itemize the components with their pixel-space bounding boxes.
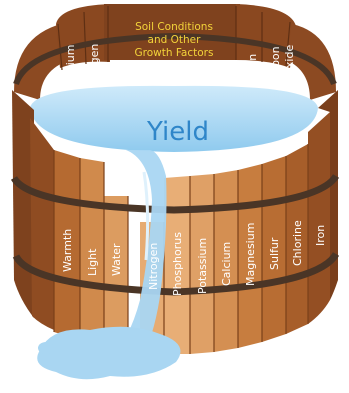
water-surface	[30, 85, 318, 152]
stave-label-sodium: Sodium	[64, 45, 77, 86]
back-seams	[57, 6, 291, 71]
back-hoop	[13, 32, 337, 86]
water-highlight	[142, 171, 150, 261]
front-stave-potassium	[190, 174, 214, 354]
stave-label-oxygen: Oxygen	[88, 44, 101, 86]
back-stave	[56, 4, 110, 68]
stave-label-boron: Boron	[246, 54, 259, 86]
front-stave-iron	[308, 112, 330, 324]
front-stave-calcium	[214, 170, 238, 352]
stave-label-phosphorus: Phosphorus	[171, 232, 184, 296]
stave-label-light: Light	[86, 248, 99, 276]
stave-label-dioxide: Dioxide	[283, 45, 296, 86]
hoop-lower	[12, 252, 340, 296]
front-stave-phosphorus	[164, 176, 190, 354]
stave-label-water: Water	[110, 243, 123, 276]
front-labels: Warmth Light Water Nitrogen Phosphorus P…	[61, 220, 327, 296]
stave-label-warmth: Warmth	[61, 229, 74, 272]
stave-label-nitrogen: Nitrogen	[147, 243, 160, 290]
stave-label-potassium: Potassium	[196, 238, 209, 294]
back-labels: Sodium Oxygen Boron Carbon Dioxide	[64, 44, 296, 86]
title-line-3: Growth Factors	[135, 47, 214, 59]
front-stave-water	[104, 196, 128, 350]
water-flow	[120, 150, 167, 350]
front-stave-edge-right	[318, 90, 338, 300]
stave-label-carbon: Carbon	[269, 46, 282, 86]
water-stream	[37, 150, 181, 380]
stave-label-chlorine: Chlorine	[291, 220, 304, 266]
stave-label-magnesium: Magnesium	[244, 223, 257, 286]
front-stave-chlorine	[286, 144, 308, 334]
stave-label-iron: Iron	[314, 225, 327, 246]
stave-label-sulfur: Sulfur	[268, 237, 281, 270]
back-wall	[13, 4, 337, 100]
yield-label: Yield	[146, 117, 209, 147]
back-stave	[104, 4, 240, 60]
front-stave	[30, 118, 54, 330]
hoop-upper	[10, 173, 339, 214]
title-line-1: Soil Conditions	[135, 21, 213, 33]
front-stave-magnesium	[238, 164, 262, 348]
water-puddle	[37, 326, 181, 380]
title-block: Soil Conditions and Other Growth Factors	[135, 21, 214, 59]
title-line-2: and Other	[148, 34, 202, 46]
water-splash	[38, 342, 54, 354]
front-seams	[53, 144, 309, 354]
back-stave	[236, 4, 296, 68]
stave-label-calcium: Calcium	[220, 242, 233, 286]
